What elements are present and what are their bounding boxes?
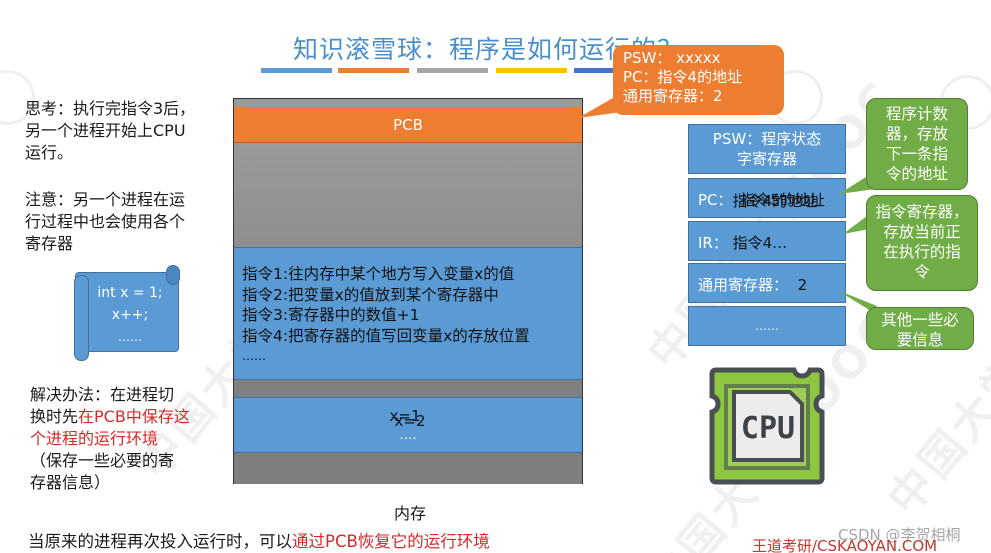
register-value: 2 xyxy=(797,276,808,294)
code-line: x++; xyxy=(111,307,149,323)
register-other: …… xyxy=(688,306,846,346)
register-label: 字寄存器 xyxy=(736,150,797,168)
think-line: 思考：执行完指令3后， xyxy=(25,99,196,118)
solution-line: （保存一些必要的寄 xyxy=(30,451,175,470)
title-bar-gray xyxy=(417,68,488,73)
other-info-callout: 其他一些必 要信息 xyxy=(866,307,974,350)
bottom-note-highlight: 通过PCB恢复它的运行环境 xyxy=(292,532,490,551)
scroll-roll-right xyxy=(166,265,180,285)
code-line: …… xyxy=(118,330,142,344)
callout-line: 通用寄存器：2 xyxy=(623,87,723,105)
register-value: 指令4… xyxy=(732,234,788,252)
think-line: 运行。 xyxy=(25,143,74,162)
register-ir: IR： 指令4… xyxy=(688,221,846,261)
callout-line: 程序计数 xyxy=(885,105,948,123)
callout-line: 令的地址 xyxy=(885,165,948,183)
pcb-callout: PSW： xxxxx PC：指令4的地址 通用寄存器：2 xyxy=(613,45,784,115)
solution-highlight: 在PCB中保存这 xyxy=(78,407,190,426)
instruction-line: 指令1:往内存中某个地方写入变量x的值 xyxy=(242,265,515,283)
callout-line: PC：指令4的地址 xyxy=(623,68,743,86)
variable-x-value: x=1 x=2 xyxy=(389,407,426,430)
solution-line: 换时先在PCB中保存这 xyxy=(30,406,190,428)
title-bar-darkblue xyxy=(574,68,619,73)
register-label: IR： xyxy=(698,234,728,252)
solution-text: 解决办法：在进程切 换时先在PCB中保存这 个进程的运行环境 （保存一些必要的寄… xyxy=(30,384,190,494)
think-line: 另一个进程开始上CPU xyxy=(25,121,186,140)
note-line: 行过程中也会使用各个 xyxy=(25,212,186,231)
memory-gap-region xyxy=(234,380,582,397)
watermark-text: 中国大学 xyxy=(878,344,991,525)
cpu-icon: CPU xyxy=(709,367,825,485)
register-general: 通用寄存器： 2 xyxy=(688,263,846,303)
title-bar-blue xyxy=(261,68,332,73)
note-line: 注意：另一个进程在运 xyxy=(25,190,186,209)
callout-line: 指令寄存器， xyxy=(875,203,969,221)
register-label: PSW：程序状态 xyxy=(712,130,822,148)
bottom-note: 当原来的进程再次投入运行时，可以通过PCB恢复它的运行环境 xyxy=(28,528,490,552)
register-label: PC： xyxy=(698,191,733,209)
csdn-watermark: CSDN @李贺相桐 xyxy=(838,526,961,544)
memory-label: 内存 xyxy=(393,504,426,523)
pcb-block: PCB xyxy=(234,107,582,143)
callout-line: 存放当前正 xyxy=(883,223,961,241)
scroll-roll-left xyxy=(74,275,89,361)
solution-prefix: 换时先 xyxy=(30,407,79,426)
instruction-line: 指令4:把寄存器的值写回变量x的存放位置 xyxy=(242,326,530,345)
instruction-line: …… xyxy=(242,349,266,363)
code-text: int x = 1; x++; …… xyxy=(85,282,175,348)
callout-line: 要信息 xyxy=(896,331,944,349)
note-line: 寄存器 xyxy=(25,234,74,253)
ir-explanation-callout: 指令寄存器， 存放当前正 在执行的指 令 xyxy=(866,195,978,291)
register-pc: PC： 指令4的地址 指令5的地址 xyxy=(688,178,846,218)
memory-free-region xyxy=(234,143,582,247)
bottom-note-prefix: 当原来的进程再次投入运行时，可以 xyxy=(28,532,292,551)
instruction-line: 指令2:把变量x的值放到某个寄存器中 xyxy=(242,285,499,304)
callout-line: 其他一些必 xyxy=(881,311,959,329)
register-label: …… xyxy=(755,319,779,333)
brand-footer: 王道考研/CSKAOYAN.COM xyxy=(752,537,938,553)
callout-line: 器，存放 xyxy=(885,125,948,143)
code-scroll xyxy=(75,272,179,352)
title-bar-yellow xyxy=(496,68,567,73)
callout-line: PSW： xxxxx xyxy=(623,49,721,67)
instruction-block: 指令1:往内存中某个地方写入变量x的值 指令2:把变量x的值放到某个寄存器中 指… xyxy=(234,247,582,380)
register-psw: PSW：程序状态 字寄存器 xyxy=(688,124,846,174)
memory-top-region xyxy=(234,99,582,107)
callout-line: 在执行的指 xyxy=(883,243,961,261)
callout-line: 下一条指 xyxy=(885,145,948,163)
title-bar-orange xyxy=(338,68,409,73)
note-text: 注意：另一个进程在运 行过程中也会使用各个 寄存器 xyxy=(25,189,185,255)
solution-line: 解决办法：在进程切 xyxy=(30,385,175,404)
memory-bottom-region xyxy=(234,453,582,484)
instruction-line: 指令3:寄存器中的数值+1 xyxy=(242,306,420,324)
register-label: 通用寄存器： xyxy=(698,276,789,294)
code-line: int x = 1; xyxy=(97,285,163,301)
callout-line: 令 xyxy=(914,263,930,281)
solution-highlight: 个进程的运行环境 xyxy=(30,429,159,448)
data-block: x=1 x=2 …. xyxy=(234,397,582,453)
svg-text:CPU: CPU xyxy=(741,411,795,446)
think-text: 思考：执行完指令3后， 另一个进程开始上CPU 运行。 xyxy=(25,98,195,164)
solution-line: 存器信息） xyxy=(30,473,111,492)
data-ellipsis: …. xyxy=(399,428,417,443)
pc-explanation-callout: 程序计数 器，存放 下一条指 令的地址 xyxy=(866,98,968,190)
